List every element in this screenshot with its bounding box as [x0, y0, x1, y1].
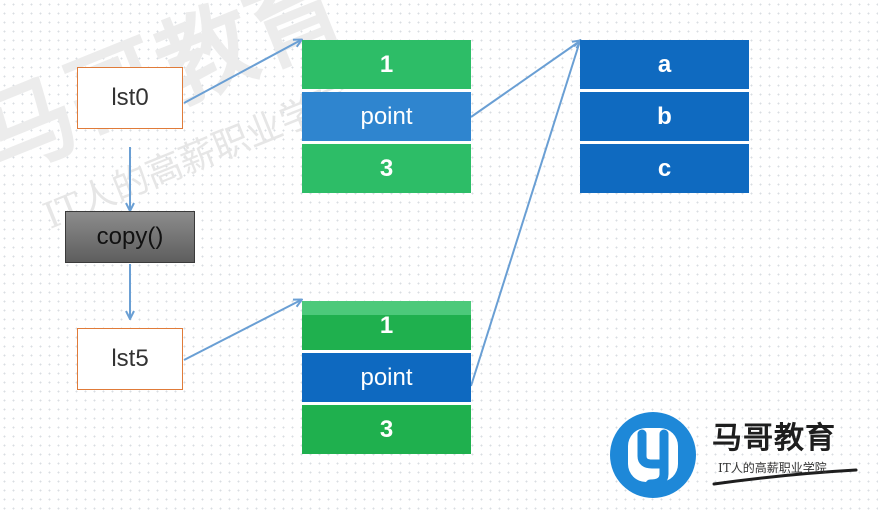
- copy-operation-box: copy(): [65, 211, 195, 263]
- logo-swoosh: [712, 468, 858, 486]
- arrow-top-point-to-abc: [470, 41, 580, 118]
- arrow-bottom-point-to-abc: [470, 41, 580, 387]
- list-bottom-cell-point: point: [302, 353, 471, 402]
- list-top-cell-point: point: [302, 92, 471, 141]
- copy-label: copy(): [96, 223, 164, 250]
- list-abc-cell-c: c: [580, 144, 749, 193]
- list-abc-cell-b: b: [580, 92, 749, 141]
- list-abc: a b c: [580, 40, 749, 196]
- lst5-label: lst5: [111, 345, 149, 372]
- list-bottom-cell-1: 1: [302, 301, 471, 350]
- list-bottom: 1 point 3: [302, 301, 471, 457]
- list-bottom-cell-3: 3: [302, 405, 471, 454]
- lst0-box: lst0: [77, 67, 183, 129]
- arrow-lst0-to-top-list: [183, 40, 301, 104]
- logo-title: 马哥教育: [712, 421, 836, 456]
- arrow-lst5-to-bottom-list: [183, 300, 301, 361]
- list-abc-cell-a: a: [580, 40, 749, 89]
- logo-mark-icon: [610, 412, 696, 498]
- lst5-box: lst5: [77, 328, 183, 390]
- lst0-label: lst0: [111, 84, 149, 111]
- list-top: 1 point 3: [302, 40, 471, 196]
- logo-subtitle: IT人的高薪职业学院: [718, 461, 827, 475]
- magedu-logo: [610, 412, 858, 498]
- list-top-cell-1: 1: [302, 40, 471, 89]
- list-top-cell-3: 3: [302, 144, 471, 193]
